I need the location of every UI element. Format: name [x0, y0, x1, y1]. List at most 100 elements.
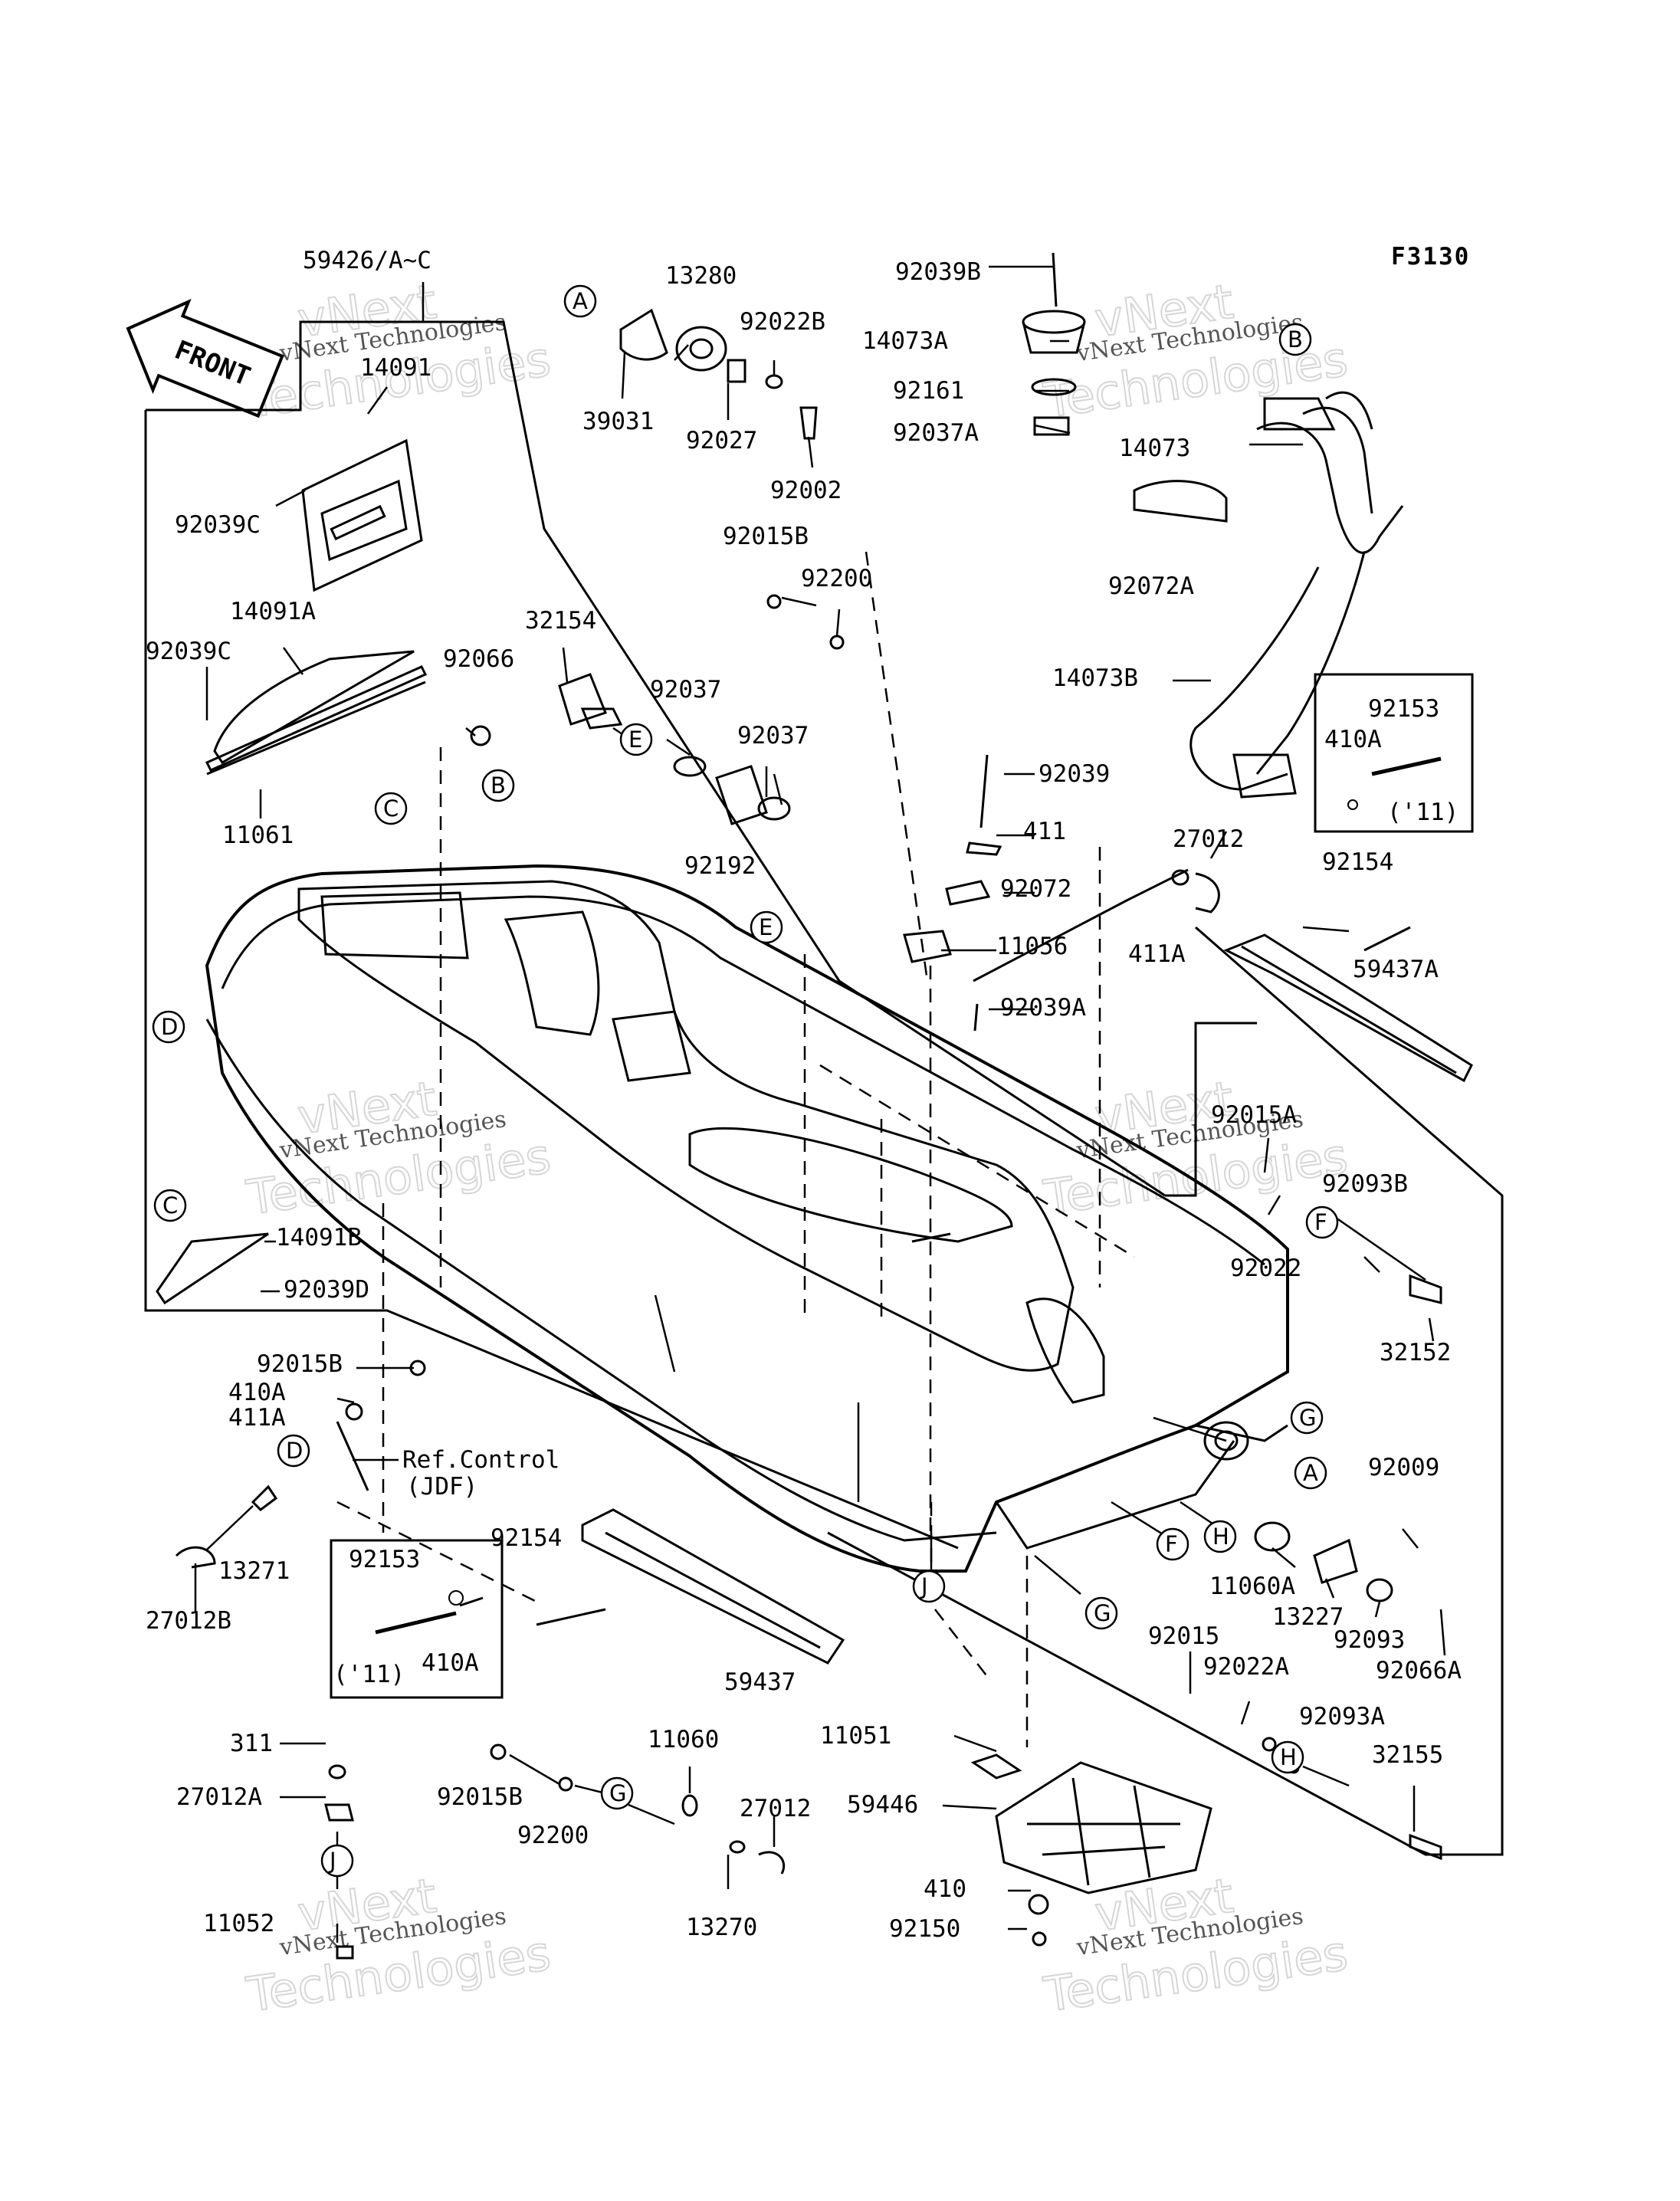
callout-E-1: E [619, 723, 653, 756]
part-label: 411 [1023, 818, 1066, 845]
callout-label: J [920, 1573, 928, 1599]
part-label: 92150 [889, 1915, 960, 1943]
part-label: 92037 [737, 722, 809, 750]
watermark-1: vNext Technologies vNext Technologies [242, 273, 555, 430]
callout-label: H [1280, 1744, 1297, 1770]
part-label: 27012 [1173, 825, 1244, 853]
part-label: 92002 [770, 477, 842, 504]
part-label: 14073 [1119, 435, 1190, 462]
part-label: 92039 [1039, 760, 1110, 788]
callout-label: G [1094, 1600, 1111, 1626]
callout-label: B [1288, 326, 1303, 353]
part-label: 59437A [1353, 956, 1439, 983]
part-label: 92093B [1322, 1170, 1408, 1198]
part-label: 92037A [893, 419, 979, 447]
part-label: 92066A [1376, 1657, 1462, 1684]
part-label: 32155 [1372, 1741, 1443, 1769]
part-label: 92154 [1322, 848, 1393, 876]
part-label: 92022 [1230, 1255, 1301, 1282]
callout-label: G [1299, 1405, 1316, 1431]
callout-J-1: J [912, 1570, 946, 1603]
callout-A-2: A [1294, 1456, 1327, 1490]
variant-box-1-year: ('11) [1387, 799, 1459, 826]
part-label: 92022B [740, 308, 825, 336]
part-label: 13280 [665, 262, 737, 290]
variant-box-1: 92153 410A ('11) [1314, 673, 1474, 833]
part-label: 410 [924, 1875, 966, 1903]
callout-J-2: J [320, 1844, 354, 1878]
ref-control-line2: (JDF) [406, 1473, 477, 1501]
part-label: 92015B [723, 523, 809, 550]
variant-box-1-part-washer: 410A [1324, 726, 1382, 753]
callout-circles: A A B B C C D D E E F F G G G H H J J [152, 284, 1339, 1878]
part-label: 92072A [1108, 572, 1194, 600]
callout-B-2: B [481, 769, 515, 802]
callout-F-1: F [1305, 1205, 1339, 1239]
callout-C-2: C [153, 1189, 187, 1222]
callout-E-2: E [750, 910, 783, 944]
part-label: 27012A [176, 1783, 262, 1811]
part-label: 14091 [360, 354, 431, 382]
callout-label: F [1314, 1209, 1327, 1235]
part-label: 11056 [996, 933, 1068, 960]
part-label: 92093 [1334, 1626, 1405, 1654]
part-label: 14091B [276, 1224, 362, 1251]
part-label: 411A [1128, 940, 1186, 968]
part-label: 32152 [1380, 1339, 1451, 1366]
callout-F-2: F [1156, 1527, 1189, 1561]
callout-label: D [161, 1014, 178, 1040]
part-label: 92039C [146, 638, 231, 665]
variant-box-2-part-bolt: 92153 [349, 1546, 420, 1573]
part-label: 92066 [443, 645, 514, 673]
hull-body [205, 864, 1289, 1573]
part-label: 39031 [582, 408, 654, 435]
part-label: 92039D [284, 1276, 369, 1304]
part-label: 92015B [437, 1783, 523, 1811]
callout-G-1: G [1290, 1401, 1324, 1435]
part-labels: 59426/A~C 14091 92039C 14091A 92039C 110… [146, 247, 1462, 1943]
part-label: 59426/A~C [303, 247, 431, 274]
callout-B-1: B [1278, 323, 1312, 356]
part-label: 32154 [525, 607, 596, 635]
front-arrow-icon: FRONT [126, 298, 284, 418]
variant-box-2-part-washer: 410A [422, 1649, 479, 1677]
part-label: 92037 [650, 676, 721, 704]
callout-label: G [609, 1780, 626, 1806]
callout-label: B [491, 772, 506, 799]
callout-A-1: A [563, 284, 597, 318]
variant-box-2-year: ('11) [333, 1661, 405, 1688]
part-label: 92200 [517, 1822, 589, 1849]
part-label: 411A [228, 1404, 286, 1432]
watermark-5: vNext Technologies vNext Technologies [242, 1867, 555, 2024]
callout-C-1: C [374, 792, 408, 825]
part-label: 92022A [1203, 1653, 1289, 1681]
callout-H-2: H [1271, 1740, 1304, 1774]
part-label: 92072 [1000, 875, 1071, 903]
callout-label: F [1165, 1531, 1178, 1557]
part-label: 13227 [1272, 1603, 1344, 1631]
part-label: 92161 [893, 377, 964, 405]
callout-label: J [328, 1848, 336, 1874]
part-label: 14073A [862, 327, 948, 355]
variant-box-1-part-bolt: 92153 [1368, 695, 1439, 723]
part-label: 92015B [257, 1350, 343, 1378]
part-label: 11051 [820, 1722, 891, 1750]
part-label: 14073B [1052, 664, 1138, 692]
part-label: 92192 [684, 852, 756, 880]
part-label: 13270 [686, 1914, 757, 1941]
callout-D-2: D [277, 1434, 310, 1468]
part-label: 11052 [203, 1910, 274, 1937]
part-label: 410A [228, 1379, 286, 1406]
part-label: 92027 [686, 427, 757, 454]
callout-G-3: G [600, 1776, 634, 1810]
ref-control-line1: Ref.Control [402, 1446, 559, 1474]
part-label: 92039C [175, 511, 261, 539]
component-sketches [156, 252, 1473, 1960]
part-label: 14091A [230, 598, 316, 625]
watermark-6: vNext Technologies vNext Technologies [1039, 1867, 1352, 2024]
part-label: 27012B [146, 1607, 231, 1635]
watermark-4: vNext Technologies vNext Technologies [1039, 1070, 1352, 1227]
figure-code: F3130 [1391, 243, 1470, 271]
